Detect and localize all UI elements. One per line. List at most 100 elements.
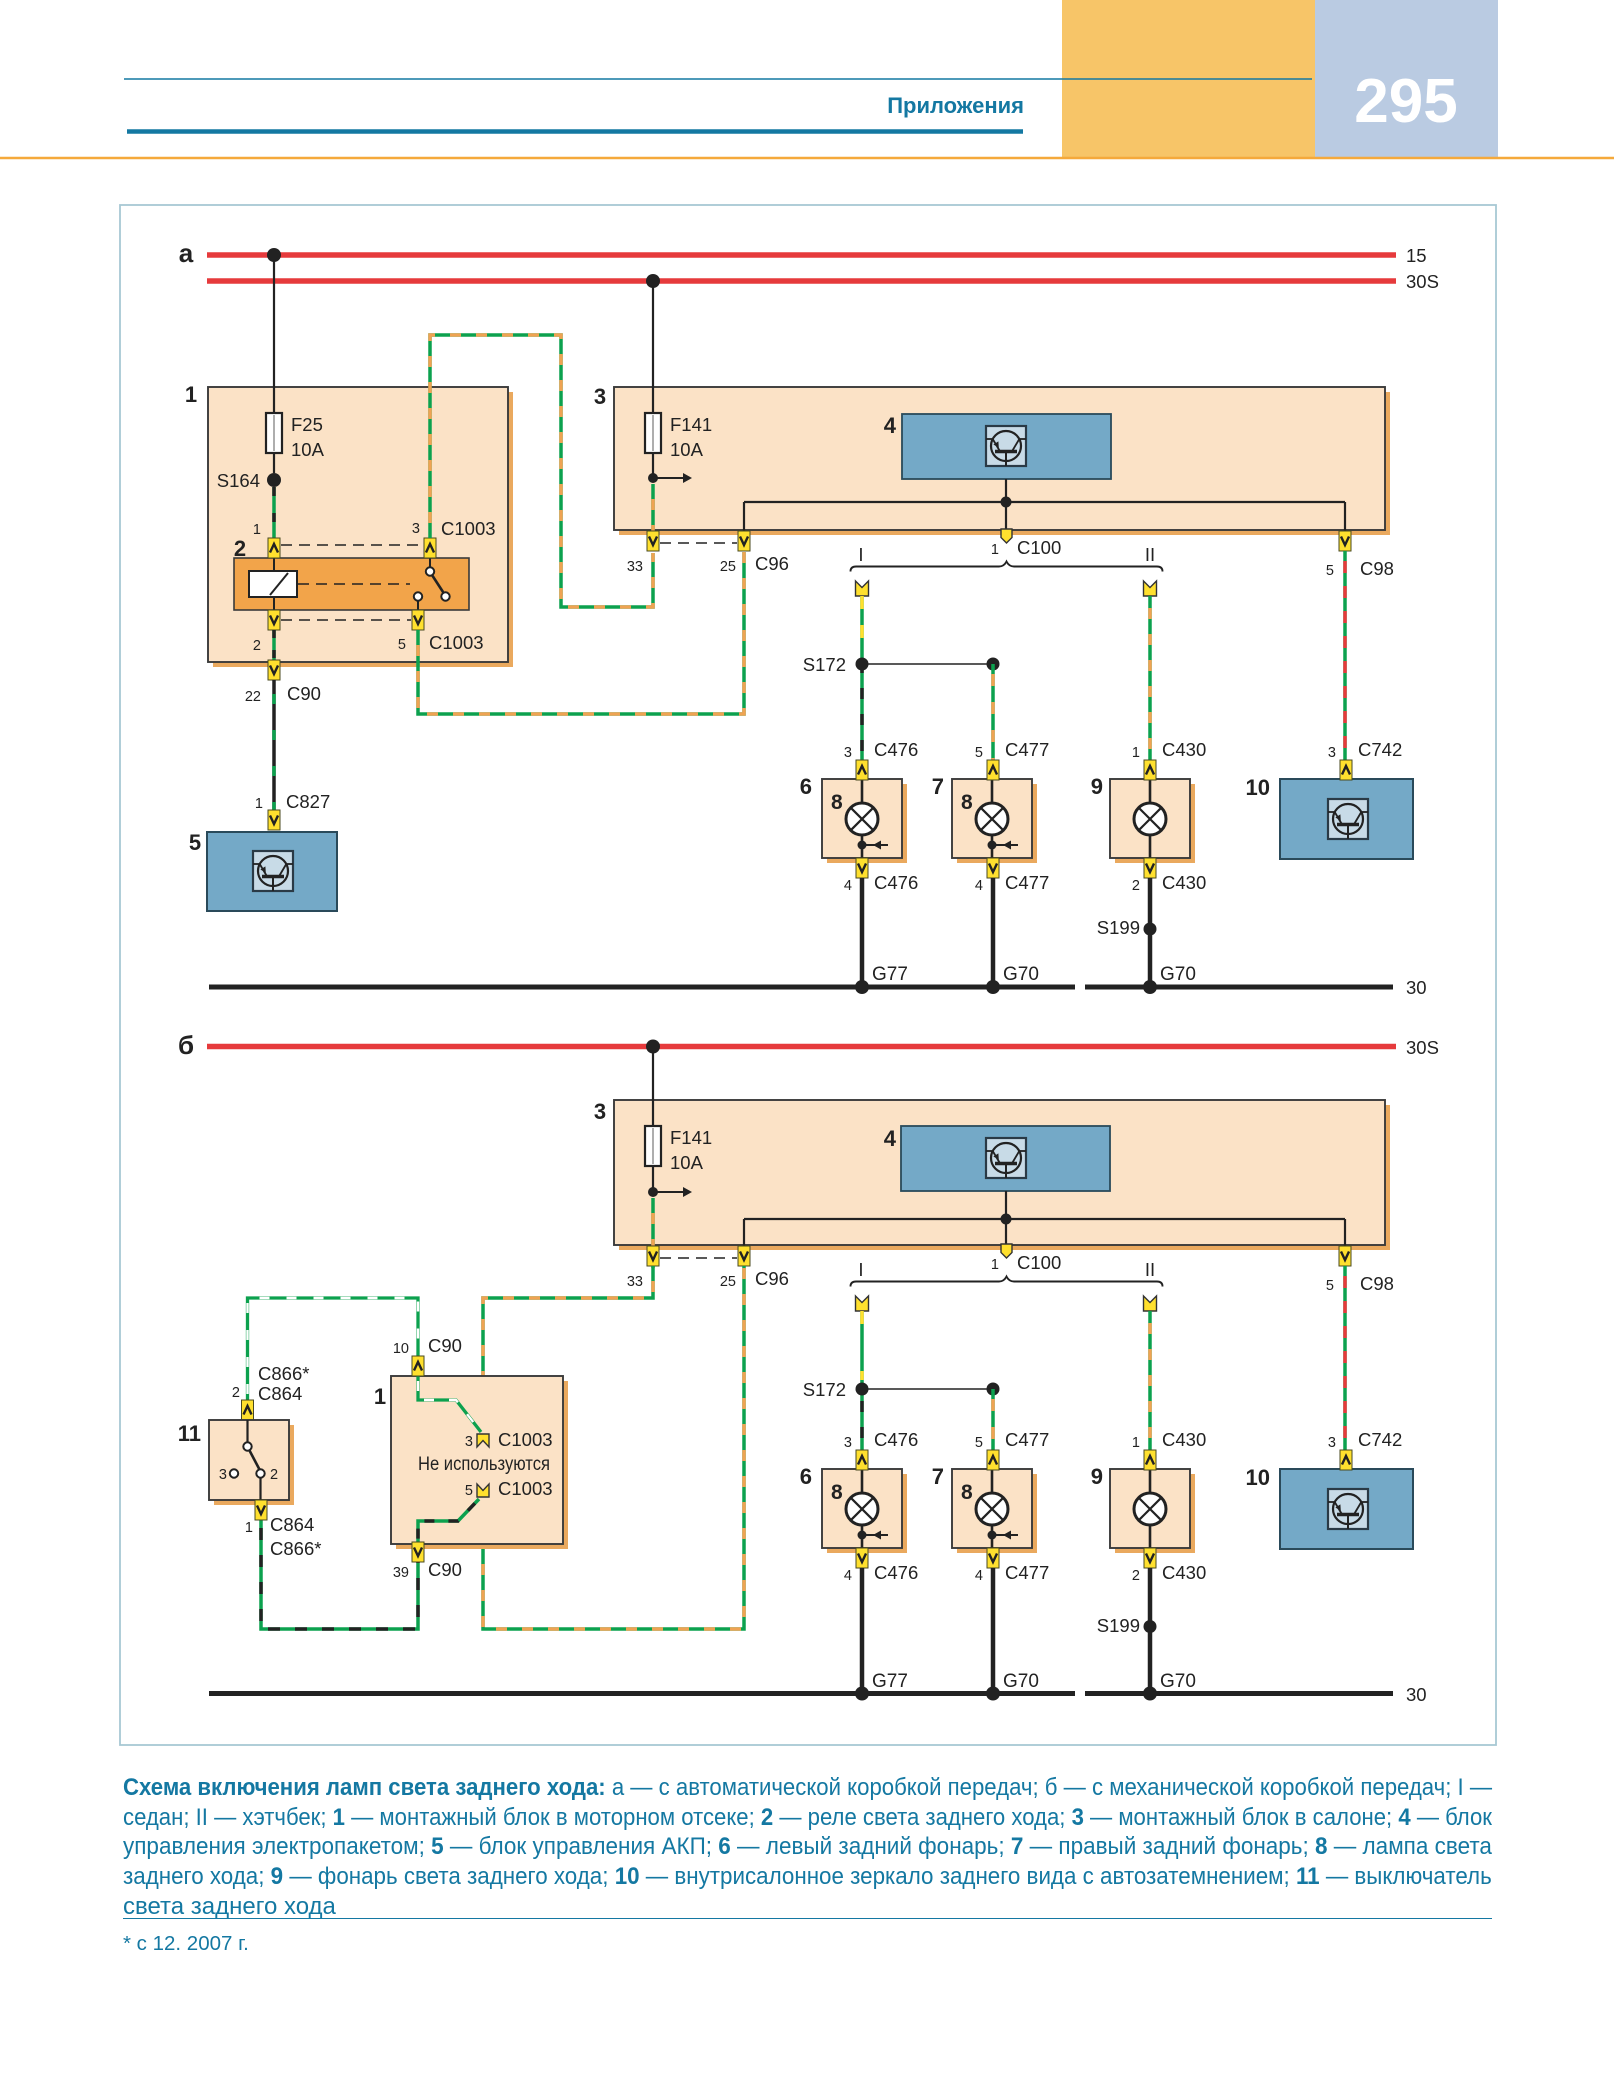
svg-text:295: 295 xyxy=(1354,67,1457,136)
svg-text:C90: C90 xyxy=(287,683,321,704)
svg-text:C430: C430 xyxy=(1162,1429,1206,1450)
svg-text:4: 4 xyxy=(975,1568,983,1584)
svg-text:15: 15 xyxy=(1406,245,1427,266)
svg-text:8: 8 xyxy=(961,1481,973,1504)
svg-text:Приложения: Приложения xyxy=(887,93,1024,118)
svg-text:C96: C96 xyxy=(755,553,789,574)
svg-text:C476: C476 xyxy=(874,872,918,893)
svg-text:II: II xyxy=(1145,1259,1155,1280)
svg-text:3: 3 xyxy=(594,384,606,409)
svg-text:5: 5 xyxy=(1326,1278,1334,1294)
svg-text:25: 25 xyxy=(720,1274,736,1290)
svg-text:1: 1 xyxy=(991,542,999,558)
svg-text:C477: C477 xyxy=(1005,1562,1049,1583)
svg-text:G70: G70 xyxy=(1003,964,1039,985)
svg-text:4: 4 xyxy=(844,1568,852,1584)
svg-text:C90: C90 xyxy=(428,1559,462,1580)
svg-text:C1003: C1003 xyxy=(498,1429,553,1450)
svg-text:3: 3 xyxy=(1328,745,1336,761)
svg-text:F141: F141 xyxy=(670,414,712,435)
svg-text:5: 5 xyxy=(398,637,406,653)
svg-text:7: 7 xyxy=(932,1464,944,1489)
svg-text:2: 2 xyxy=(253,638,261,654)
svg-text:C1003: C1003 xyxy=(498,1478,553,1499)
svg-text:4: 4 xyxy=(884,1126,897,1151)
svg-text:C477: C477 xyxy=(1005,872,1049,893)
svg-text:G70: G70 xyxy=(1160,1671,1196,1692)
svg-text:3: 3 xyxy=(465,1434,473,1450)
svg-text:1: 1 xyxy=(374,1384,386,1409)
svg-text:5: 5 xyxy=(975,745,983,761)
svg-text:C827: C827 xyxy=(286,791,330,812)
svg-text:Не используются: Не используются xyxy=(418,1454,550,1475)
svg-text:II: II xyxy=(1145,544,1155,565)
svg-text:1: 1 xyxy=(255,796,263,812)
svg-text:2: 2 xyxy=(1132,1568,1140,1584)
svg-text:5: 5 xyxy=(465,1483,473,1499)
svg-text:9: 9 xyxy=(1091,1464,1103,1489)
svg-text:S164: S164 xyxy=(217,470,260,491)
svg-text:C742: C742 xyxy=(1358,739,1402,760)
svg-text:2: 2 xyxy=(1132,878,1140,894)
svg-text:30S: 30S xyxy=(1406,271,1439,292)
svg-text:S199: S199 xyxy=(1097,917,1140,938)
svg-text:C866*: C866* xyxy=(270,1538,321,1559)
svg-text:C476: C476 xyxy=(874,1562,918,1583)
svg-text:2: 2 xyxy=(234,536,246,561)
svg-text:3: 3 xyxy=(594,1099,606,1124)
svg-text:4: 4 xyxy=(844,878,852,894)
svg-text:C476: C476 xyxy=(874,1429,918,1450)
svg-text:C98: C98 xyxy=(1360,558,1394,579)
svg-text:C100: C100 xyxy=(1017,537,1061,558)
svg-text:11: 11 xyxy=(178,1421,201,1446)
svg-text:30S: 30S xyxy=(1406,1037,1439,1058)
svg-text:G70: G70 xyxy=(1160,964,1196,985)
svg-text:C96: C96 xyxy=(755,1268,789,1289)
svg-text:30: 30 xyxy=(1406,977,1427,998)
svg-text:C864: C864 xyxy=(270,1514,314,1535)
svg-text:C430: C430 xyxy=(1162,739,1206,760)
svg-text:C90: C90 xyxy=(428,1335,462,1356)
svg-text:C476: C476 xyxy=(874,739,918,760)
svg-text:8: 8 xyxy=(831,1481,843,1504)
svg-text:25: 25 xyxy=(720,559,736,575)
svg-text:10A: 10A xyxy=(670,1152,704,1173)
svg-text:2: 2 xyxy=(232,1385,240,1401)
svg-text:S199: S199 xyxy=(1097,1615,1140,1636)
svg-text:6: 6 xyxy=(800,774,812,799)
svg-text:б: б xyxy=(178,1030,194,1060)
svg-text:10A: 10A xyxy=(670,439,704,460)
svg-text:1: 1 xyxy=(991,1257,999,1273)
svg-text:C866*: C866* xyxy=(258,1363,309,1384)
svg-text:G70: G70 xyxy=(1003,1671,1039,1692)
svg-text:2: 2 xyxy=(270,1467,278,1483)
svg-text:G77: G77 xyxy=(872,964,908,985)
svg-text:3: 3 xyxy=(412,521,420,537)
svg-text:5: 5 xyxy=(189,830,201,855)
svg-text:1: 1 xyxy=(245,1520,253,1536)
svg-text:C477: C477 xyxy=(1005,1429,1049,1450)
svg-text:3: 3 xyxy=(844,745,852,761)
svg-text:C864: C864 xyxy=(258,1383,302,1404)
svg-text:C430: C430 xyxy=(1162,872,1206,893)
svg-text:1: 1 xyxy=(1132,1435,1140,1451)
svg-text:8: 8 xyxy=(831,791,843,814)
svg-text:I: I xyxy=(858,1259,863,1280)
svg-text:8: 8 xyxy=(961,791,973,814)
svg-text:C742: C742 xyxy=(1358,1429,1402,1450)
svg-text:33: 33 xyxy=(627,1274,643,1290)
svg-text:C1003: C1003 xyxy=(429,632,484,653)
svg-text:10: 10 xyxy=(393,1341,409,1357)
svg-text:39: 39 xyxy=(393,1565,409,1581)
svg-text:4: 4 xyxy=(975,878,983,894)
svg-text:10А: 10А xyxy=(291,439,325,460)
svg-text:C1003: C1003 xyxy=(441,518,496,539)
svg-text:33: 33 xyxy=(627,559,643,575)
svg-text:9: 9 xyxy=(1091,774,1103,799)
svg-text:C430: C430 xyxy=(1162,1562,1206,1583)
svg-text:3: 3 xyxy=(844,1435,852,1451)
svg-text:C98: C98 xyxy=(1360,1273,1394,1294)
svg-text:F141: F141 xyxy=(670,1127,712,1148)
svg-text:10: 10 xyxy=(1246,775,1270,800)
svg-text:1: 1 xyxy=(1132,745,1140,761)
